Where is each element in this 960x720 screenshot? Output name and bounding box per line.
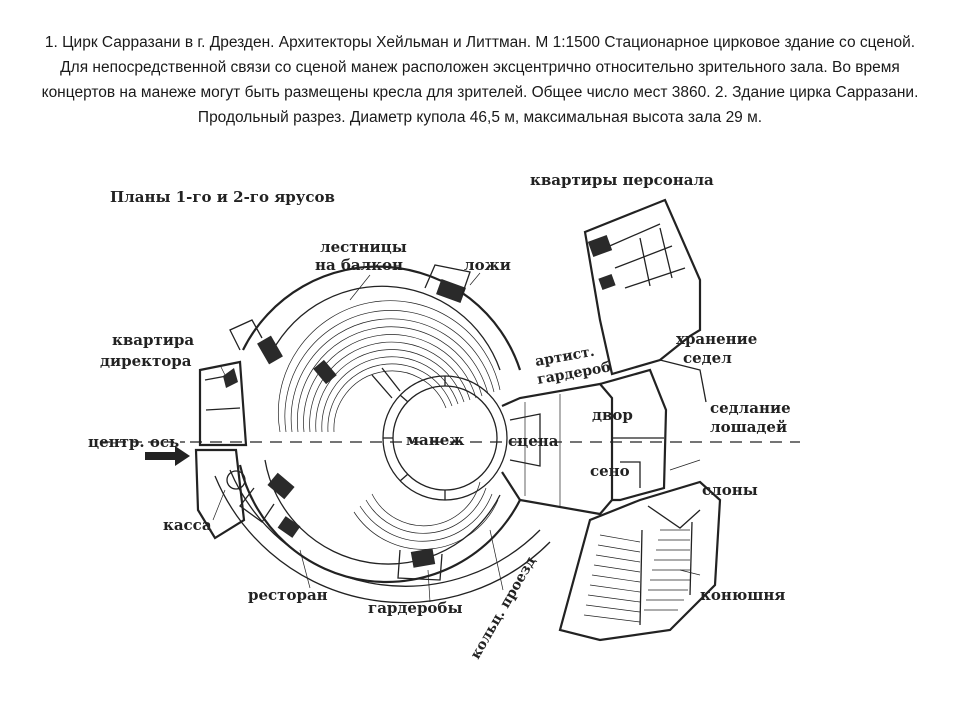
inner-ring-bottom — [264, 459, 501, 565]
tower-n — [424, 264, 471, 296]
floor-plan-drawing: Планы 1-го и 2-го ярусов квартиры персон… — [88, 171, 800, 662]
leader-lines — [212, 272, 701, 603]
inner-ring-top — [267, 285, 501, 371]
auditorium — [229, 264, 522, 584]
ticket-office-block — [194, 448, 246, 540]
stable-outline — [558, 480, 722, 642]
stair-block — [257, 335, 283, 365]
label-hay: сено — [590, 462, 630, 480]
hay-room — [620, 461, 641, 488]
label-staff-apartments: квартиры персонала — [530, 171, 714, 189]
label-yard: двор — [592, 406, 633, 424]
label-stable: конюшня — [700, 586, 785, 604]
stair-block — [267, 472, 295, 500]
tower-nw — [229, 319, 263, 351]
staff-apartments-block — [583, 198, 707, 403]
label-arena: манеж — [406, 431, 464, 449]
plan-title: Планы 1-го и 2-го ярусов — [110, 188, 335, 206]
outer-ring-top — [242, 265, 522, 371]
director-apartment-block — [198, 360, 248, 447]
courtyard-block — [599, 368, 668, 502]
label-ticket-office: касса — [163, 516, 212, 534]
stable-stalls — [583, 529, 690, 623]
outer-ring-bottom — [238, 464, 521, 584]
stair-block — [313, 359, 337, 385]
tower-s — [397, 549, 443, 581]
ring-passage — [229, 469, 541, 587]
label-saddle-storage-1: хранение — [676, 330, 757, 348]
label-balcony-stairs-1: лестницы — [320, 238, 407, 256]
staff-apartments-outline — [583, 198, 702, 376]
label-saddling-2: лошадей — [710, 418, 787, 436]
ticket-office-booth — [226, 470, 246, 490]
west-wing — [194, 360, 248, 540]
label-restaurant: ресторан — [248, 586, 328, 604]
label-director-apartment-2: директора — [100, 352, 192, 370]
label-balcony-stairs-2: на балкон — [315, 256, 403, 274]
tower-sw — [239, 487, 275, 523]
label-cloakrooms: гардеробы — [368, 599, 462, 617]
staff-apartments-rooms — [604, 223, 686, 289]
seating-rows — [277, 300, 501, 550]
label-center-axis: центр. ось — [88, 433, 179, 451]
label-stage: сцена — [508, 432, 559, 450]
saddle-storage-wall — [659, 359, 707, 403]
caption: 1. Цирк Сарразани в г. Дрезден. Архитект… — [41, 34, 919, 126]
floor-plan-diagram: Планы 1-го и 2-го ярусов квартиры персон… — [0, 170, 960, 690]
label-boxes: ложи — [464, 256, 511, 274]
stable-block — [558, 480, 722, 642]
label-ring-passage: кольц. проезд — [468, 554, 540, 662]
stair-block — [587, 235, 613, 257]
stage-block — [501, 368, 668, 516]
stair-block — [410, 548, 436, 568]
vomitory — [371, 367, 401, 399]
stage-outline — [501, 382, 614, 516]
elephant-hall — [647, 505, 701, 529]
entrance-arrow-icon — [145, 446, 190, 466]
stair-block — [277, 516, 301, 538]
stair-block — [436, 279, 466, 303]
label-elephants: слоны — [702, 481, 758, 499]
label-saddling-1: седлание — [710, 399, 791, 417]
label-saddle-storage-2: седел — [683, 349, 732, 367]
ring-passage-outer — [214, 475, 551, 604]
label-director-apartment-1: квартира — [112, 331, 194, 349]
